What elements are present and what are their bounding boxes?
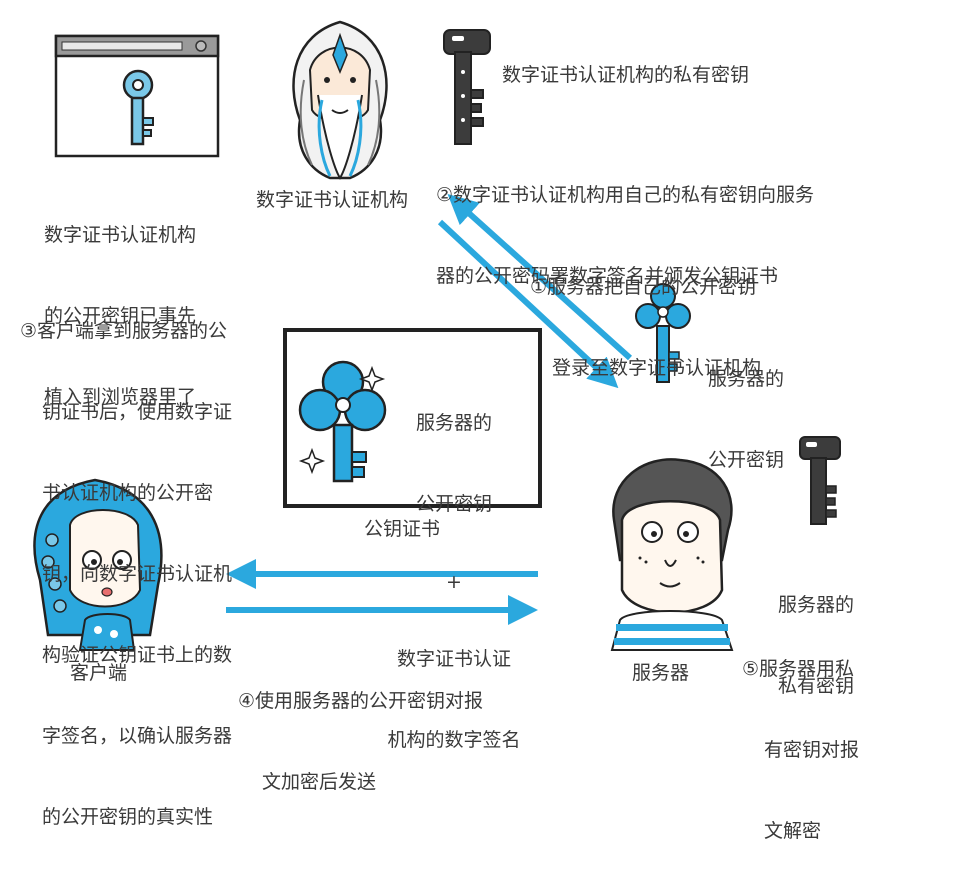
diagram-graphics bbox=[33, 20, 841, 651]
server-public-key-label-line: 服务器的 bbox=[708, 368, 785, 390]
ca-server-arrows bbox=[437, 193, 633, 389]
step5-line: ⑤服务器用私 bbox=[742, 658, 855, 680]
client-girl-icon bbox=[33, 478, 163, 651]
client-label: 客户端 bbox=[70, 662, 128, 684]
ca-private-key-icon bbox=[443, 29, 491, 145]
step2-text: ②数字证书认证机构用自己的私有密钥向服务 器的公开密码署数字签名并颁发公钥证书 bbox=[436, 128, 876, 317]
server-private-key-label: 服务器的 私有密钥 bbox=[778, 538, 854, 727]
step5-line: 有密钥对报 bbox=[764, 739, 860, 761]
step5-text: ⑤服务器用私 有密钥对报 文解密 bbox=[742, 602, 859, 872]
ca-private-key-label: 数字证书认证机构的私有密钥 bbox=[502, 64, 750, 86]
step3-line: 钥证书后，使用数字证 bbox=[42, 401, 233, 423]
step4-line: 文加密后发送 bbox=[262, 771, 377, 793]
step3-text: ③客户端拿到服务器的公 钥证书后，使用数字证 书认证机构的公开密 钥，向数字证书… bbox=[20, 264, 232, 858]
server-public-key-icon bbox=[635, 283, 691, 383]
step3-line: 钥，向数字证书认证机 bbox=[42, 563, 233, 585]
step3-line: ③客户端拿到服务器的公 bbox=[20, 320, 228, 342]
browser-window-icon bbox=[54, 34, 220, 158]
server-man-icon bbox=[610, 458, 734, 651]
step4-text: ④使用服务器的公开密钥对报 文加密后发送 bbox=[238, 634, 483, 823]
ca-public-key-note: 数字证书认证机构 的公开密钥已事先 植入到浏览器里了 bbox=[44, 168, 196, 438]
ca-label: 数字证书认证机构 bbox=[256, 189, 409, 211]
client-server-arrows bbox=[226, 559, 538, 625]
server-label: 服务器 bbox=[632, 662, 690, 684]
server-private-key-label-line: 私有密钥 bbox=[778, 675, 855, 697]
certificate-content-line: 公开密钥 bbox=[415, 493, 492, 515]
step5-line: 文解密 bbox=[764, 820, 822, 842]
certificate-content-line: + bbox=[446, 571, 462, 593]
certificate-caption: 公钥证书 bbox=[364, 518, 441, 540]
ca-public-key-note-line: 数字证书认证机构 bbox=[44, 224, 197, 246]
step4-line: ④使用服务器的公开密钥对报 bbox=[238, 690, 484, 712]
step3-line: 的公开密钥的真实性 bbox=[42, 806, 214, 828]
step3-line: 构验证公钥证书上的数 bbox=[42, 644, 233, 666]
certificate-key-icon bbox=[298, 360, 387, 483]
certificate-content-line: 服务器的 bbox=[415, 412, 492, 434]
step3-line: 字签名，以确认服务器 bbox=[42, 725, 233, 747]
server-private-key-label-line: 服务器的 bbox=[778, 594, 855, 616]
step2-line: ②数字证书认证机构用自己的私有密钥向服务 bbox=[436, 184, 815, 206]
step1-text: ①服务器把自己的公开密钥 登录至数字证书认证机构 bbox=[530, 220, 761, 409]
server-public-key-label-line: 公开密钥 bbox=[708, 449, 785, 471]
ca-public-key-note-line: 植入到浏览器里了 bbox=[44, 386, 197, 408]
step2-line: 器的公开密码署数字签名并颁发公钥证书 bbox=[436, 265, 779, 287]
certificate-content-line: 数字证书认证 bbox=[396, 648, 511, 670]
server-private-key-icon bbox=[799, 436, 841, 525]
ca-public-key-note-line: 的公开密钥已事先 bbox=[44, 305, 197, 327]
ca-sage-icon bbox=[292, 20, 388, 180]
step1-line: ①服务器把自己的公开密钥 bbox=[530, 276, 757, 298]
server-public-key-label: 服务器的 公开密钥 bbox=[708, 312, 784, 501]
step1-line: 登录至数字证书认证机构 bbox=[552, 357, 762, 379]
step3-line: 书认证机构的公开密 bbox=[42, 482, 214, 504]
